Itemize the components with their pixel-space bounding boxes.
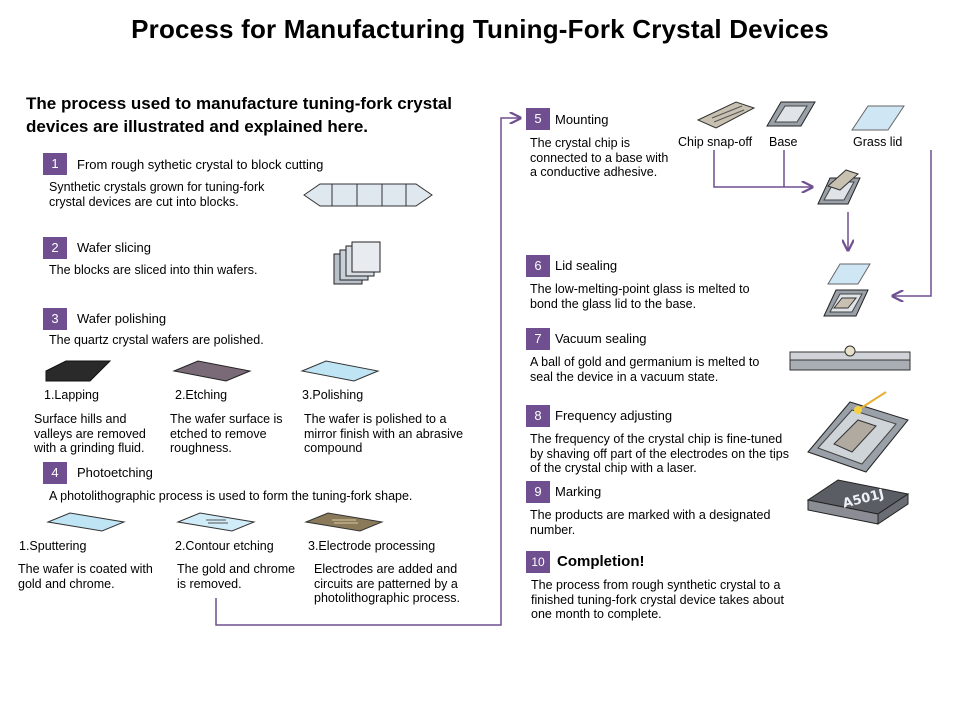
intro-text: The process used to manufacture tuning-f… — [26, 94, 453, 136]
step-title: Marking — [555, 484, 602, 499]
substep-description: The wafer is coated with gold and chrome… — [18, 562, 153, 591]
step-number-badge: 3 — [43, 308, 67, 330]
substep-label: 2.Etching — [175, 388, 228, 402]
glass-lid-illustration — [851, 105, 905, 131]
step-title: Wafer slicing — [77, 240, 151, 255]
step-description: A ball of gold and germanium is melted t… — [530, 355, 760, 384]
step-description: The quartz crystal wafers are polished. — [49, 333, 264, 347]
step-description: Synthetic crystals grown for tuning-fork… — [49, 180, 265, 209]
step-description: The products are marked with a designate… — [530, 508, 771, 537]
step-description: The low-melting-point glass is melted to… — [530, 282, 750, 311]
step-title: Mounting — [555, 112, 609, 127]
step-title: From rough sythetic crystal to block cut… — [77, 157, 324, 172]
etching-wafer-icon — [172, 360, 252, 382]
contour-etching-wafer-icon — [176, 512, 256, 532]
step-number-badge: 9 — [526, 481, 550, 503]
chip-snap-off-label: Chip snap-off — [678, 135, 753, 149]
wafer-slices-illustration — [333, 241, 381, 285]
substep-description: Electrodes are added and circuits are pa… — [314, 562, 460, 605]
step-title: Frequency adjusting — [555, 408, 673, 423]
step-description: The process from rough synthetic crystal… — [531, 578, 784, 621]
step-description: The frequency of the crystal chip is fin… — [530, 432, 789, 475]
substep-description: Surface hills and valleys are removed wi… — [34, 412, 146, 455]
substep-label: 3.Polishing — [302, 388, 364, 402]
step-description: The blocks are sliced into thin wafers. — [49, 263, 258, 277]
step-number-badge: 4 — [43, 462, 67, 484]
step-number-badge: 5 — [526, 108, 550, 130]
mounted-chip-illustration — [817, 169, 861, 205]
base-label: Base — [769, 135, 798, 149]
step-number-badge: 10 — [526, 551, 550, 573]
step-description: A photolithographic process is used to f… — [49, 489, 413, 503]
page-title: Process for Manufacturing Tuning-Fork Cr… — [131, 14, 829, 44]
step-description: The crystal chip is connected to a base … — [530, 136, 669, 179]
substep-description: The wafer surface is etched to remove ro… — [170, 412, 283, 455]
completion-title: Completion! — [557, 553, 645, 570]
substep-description: The gold and chrome is removed. — [177, 562, 296, 591]
substep-label: 3.Electrode processing — [308, 539, 436, 553]
base-illustration — [766, 101, 816, 127]
frequency-adjusting-illustration — [807, 391, 909, 473]
step-title: Lid sealing — [555, 258, 618, 273]
polishing-wafer-icon — [300, 360, 380, 382]
lid-sealing-illustration — [823, 263, 871, 317]
substep-description: The wafer is polished to a mirror finish… — [304, 412, 464, 455]
step-number-badge: 7 — [526, 328, 550, 350]
step-number-badge: 6 — [526, 255, 550, 277]
lapping-wafer-icon — [45, 360, 112, 382]
step-number-badge: 2 — [43, 237, 67, 259]
vacuum-sealing-illustration — [789, 345, 911, 371]
marked-device-illustration: A501J — [806, 479, 910, 525]
step-number-badge: 1 — [43, 153, 67, 175]
substep-label: 2.Contour etching — [175, 539, 274, 553]
step-title: Wafer polishing — [77, 311, 167, 326]
substep-label: 1.Sputtering — [19, 539, 87, 553]
step-number-badge: 8 — [526, 405, 550, 427]
chip-snap-off-illustration — [696, 101, 756, 129]
step-title: Photoetching — [77, 465, 153, 480]
electrode-wafer-icon — [304, 512, 384, 532]
sputtering-wafer-icon — [46, 512, 126, 532]
step-title: Vacuum sealing — [555, 331, 647, 346]
crystal-block-illustration — [303, 183, 433, 207]
glass-lid-label: Grass lid — [853, 135, 903, 149]
substep-label: 1.Lapping — [44, 388, 99, 402]
